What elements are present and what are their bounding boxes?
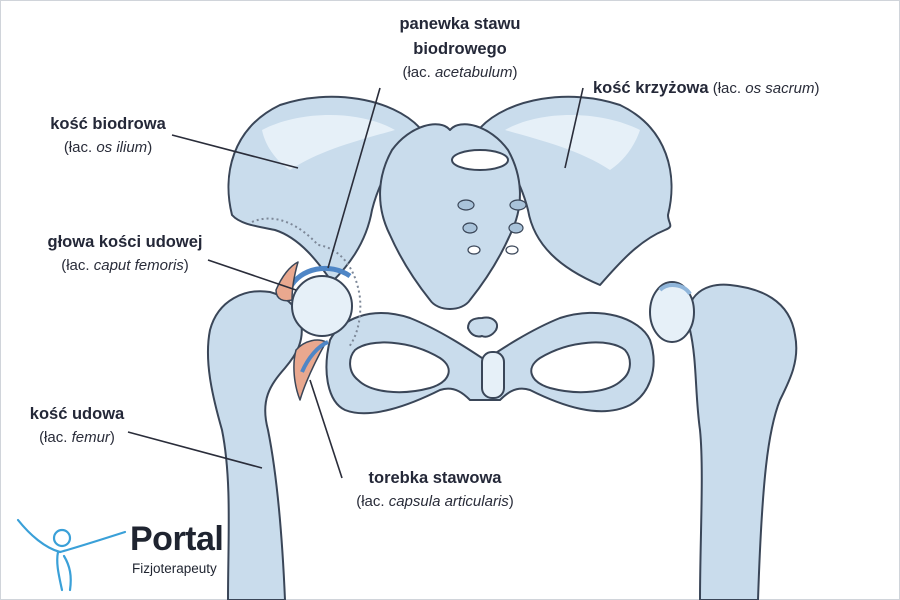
sacral-foramen [509,199,527,211]
leader-line-femur [127,431,263,469]
joint-capsule-dotted [251,217,362,349]
label-femur-title: kość udowa [29,405,125,423]
leader-line-ilium [171,134,299,169]
sacral-foramen [467,245,481,255]
label-ilium-latin: (łac. os ilium) [63,138,153,156]
obturator-foramen-right [530,341,631,394]
label-ilium: kość biodrowa (łac. os ilium) [38,112,178,159]
label-femoral-head-latin: (łac. caput femoris) [61,256,189,274]
label-ilium-title: kość biodrowa [50,115,166,133]
logo-figure-icon [16,518,127,592]
label-acetabulum: panewka stawu biodrowego (łac. acetabulu… [385,12,535,84]
label-sacrum-title: kość krzyżowa [593,79,709,97]
sacral-foramen [457,199,475,211]
logo-tagline: Fizjoterapeuty [132,561,217,576]
obturator-foramen-left [349,341,450,394]
left-cartilage-lower [300,340,329,373]
label-sacrum: kość krzyżowa (łac. os sacrum) [593,76,819,101]
label-femur-latin: (łac. femur) [39,428,115,446]
label-acetabulum-title-1: panewka stawu [399,15,521,33]
right-ilium-highlight [505,115,640,170]
logo-name: Portal [130,520,224,558]
label-capsule-title: torebka stawowa [368,469,502,487]
label-acetabulum-title-2: biodrowego [413,39,507,58]
leader-line-sacrum [564,87,584,169]
sacral-foramen [505,245,519,255]
label-femoral-head-title: głowa kości udowej [47,233,203,251]
label-capsule-latin: (łac. capsula articularis) [356,492,514,510]
sacral-foramen [508,222,524,234]
sacral-promontory [451,149,509,171]
left-ilium-highlight [262,115,395,170]
leader-line-acetabulum [327,87,381,269]
label-capsule: torebka stawowa (łac. capsula articulari… [340,466,530,513]
label-femoral-head: głowa kości udowej (łac. caput femoris) [40,230,210,277]
leader-line-capsule [309,379,343,479]
coccyx [467,316,498,338]
right-femur [687,283,798,600]
left-joint-capsule-upper [275,261,299,302]
label-acetabulum-latin: (łac. acetabulum) [402,63,518,81]
sacral-foramen [462,222,478,234]
leader-line-femoral-head [207,259,297,291]
label-sacrum-latin: (łac. os sacrum) [708,80,820,97]
left-femoral-head [291,275,353,337]
pubic-symphysis [481,351,505,399]
label-femur: kość udowa (łac. femur) [22,402,132,449]
right-head-cartilage [658,283,692,296]
right-femoral-head [649,281,695,343]
left-joint-capsule-lower [293,339,327,401]
